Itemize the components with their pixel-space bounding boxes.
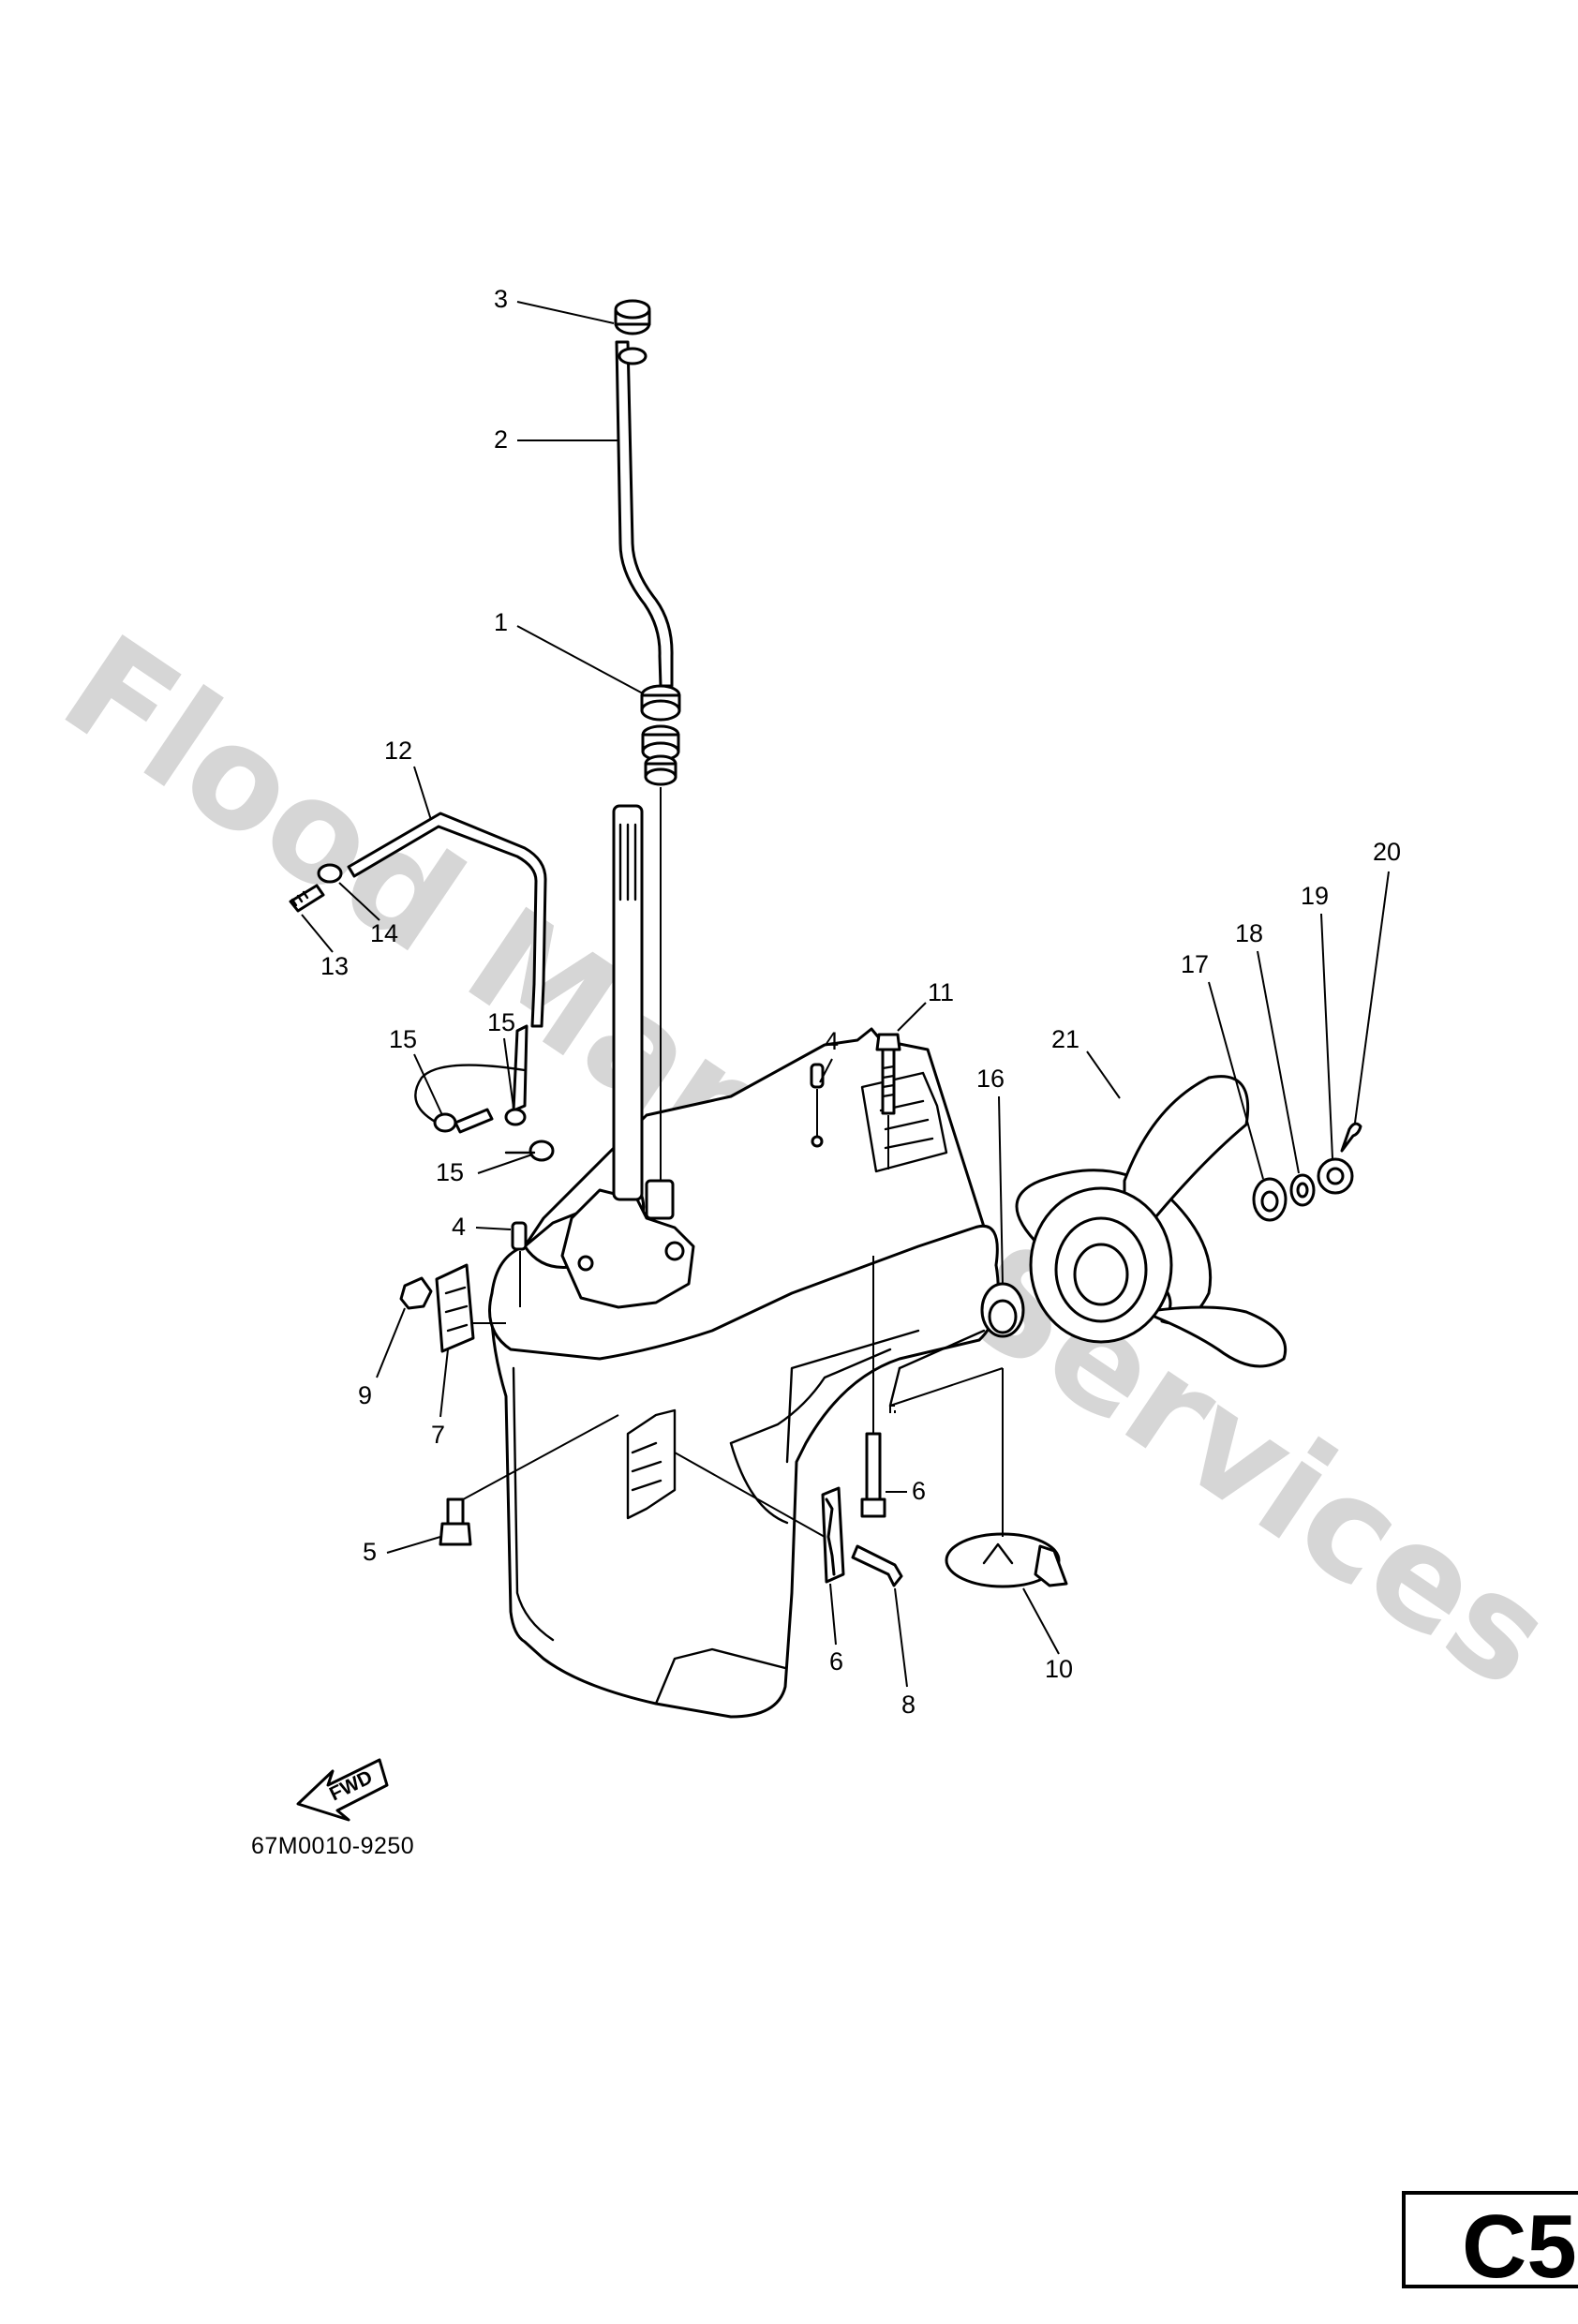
bolt-lower-part — [860, 1256, 886, 1518]
water-tube-part — [615, 340, 674, 688]
spacer-part — [1252, 1177, 1288, 1222]
screw-part — [851, 1544, 903, 1587]
callouts: 3 2 1 12 14 13 15 15 15 4 4 11 9 — [301, 285, 1401, 1719]
callout-12: 11 — [928, 978, 954, 1006]
callout-16: 16 — [976, 1065, 1005, 1093]
callout-7: 6 — [829, 1647, 843, 1676]
nut-part — [399, 1276, 433, 1310]
callout-15-left: 15 — [389, 1025, 417, 1053]
diagram-code: 67M0010-9250 — [251, 1833, 414, 1859]
trim-tab-part — [889, 1367, 1068, 1588]
callout-21: 21 — [1051, 1025, 1079, 1053]
callout-2: 2 — [494, 425, 508, 454]
hose-loop — [414, 1064, 527, 1126]
drive-shaft — [612, 804, 644, 1201]
callout-10: 9 — [358, 1381, 372, 1409]
forward-arrow-icon: FWD — [296, 1758, 389, 1822]
callout-6: 6 — [912, 1477, 926, 1505]
water-tube-cap-part — [614, 299, 651, 365]
callout-5: 5 — [363, 1538, 377, 1566]
callout-15-bottom: 15 — [436, 1158, 464, 1186]
lower-unit-casing — [488, 1027, 1000, 1719]
page-id: C5 — [1462, 2197, 1577, 2297]
callout-4-right: 4 — [825, 1027, 839, 1055]
thrust-washer-part — [888, 1282, 1025, 1408]
callout-17: 17 — [1181, 950, 1209, 978]
callout-4-left: 4 — [452, 1213, 466, 1241]
callout-15-middle: 15 — [487, 1008, 515, 1036]
water-tube-grommet-part — [640, 684, 681, 1220]
propeller-part — [1015, 1075, 1287, 1368]
callout-9: 8 — [901, 1691, 916, 1719]
propeller-nut-part — [1317, 1157, 1354, 1195]
callout-1: 1 — [494, 608, 508, 636]
page-id-box: C5 — [1402, 2191, 1578, 2297]
callout-14: 13 — [320, 952, 349, 980]
hose-clamp-part — [317, 863, 555, 1162]
bolt-part-5 — [439, 1414, 619, 1546]
callout-18: 18 — [1235, 919, 1263, 947]
anode-upper-part — [435, 1263, 475, 1353]
anode-part — [674, 1452, 845, 1584]
callout-13: 12 — [384, 737, 412, 765]
callout-19: 19 — [1301, 882, 1329, 910]
bolt-part — [875, 1033, 901, 1169]
cotter-pin-part — [1340, 1122, 1362, 1153]
callout-15-top: 14 — [370, 919, 398, 947]
callout-3: 3 — [494, 285, 508, 313]
callout-11: 10 — [1045, 1655, 1073, 1683]
washer-part — [1289, 1173, 1316, 1207]
callout-20: 20 — [1373, 838, 1401, 866]
callout-8: 7 — [431, 1421, 445, 1449]
hose-fitting-part — [289, 884, 494, 1134]
